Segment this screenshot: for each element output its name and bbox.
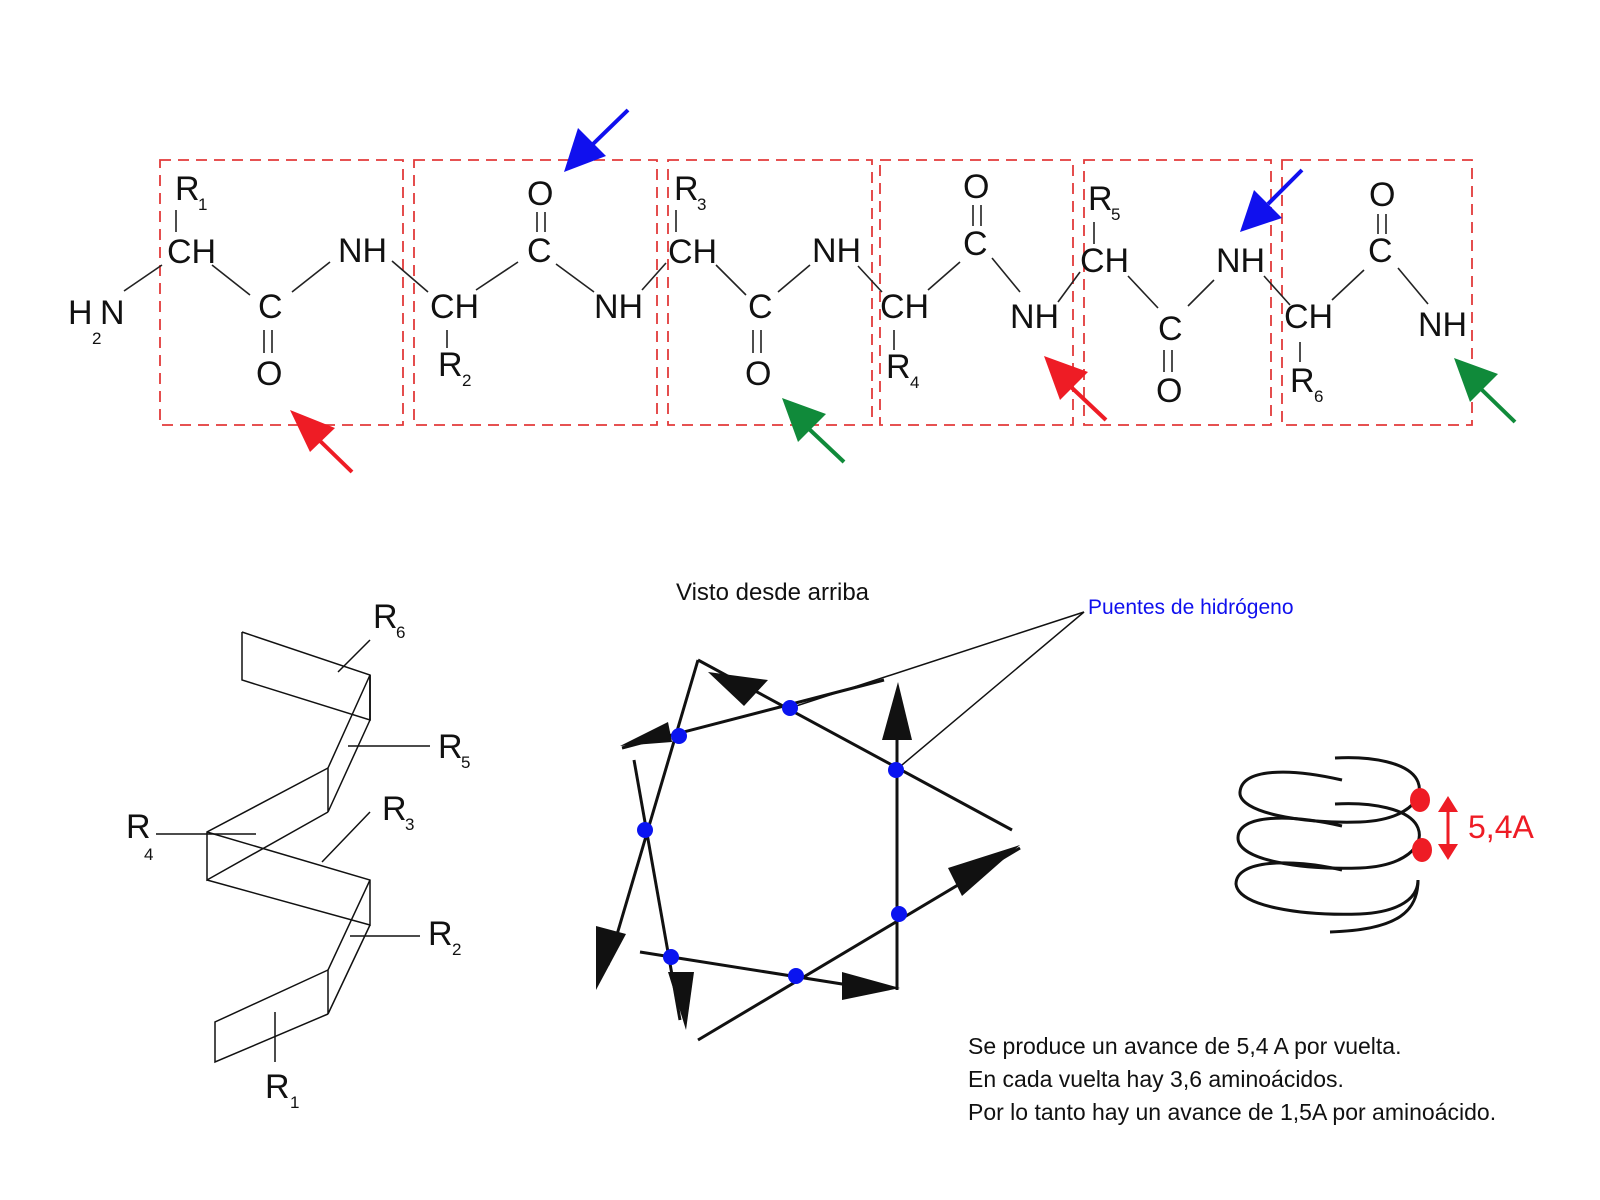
amine-subscript: 2	[92, 329, 101, 348]
c-5: C	[1158, 310, 1183, 348]
r3-label: R	[674, 170, 699, 208]
side-r6-label: R	[373, 598, 398, 636]
r1-label: R	[175, 170, 200, 208]
c-3: C	[748, 288, 773, 326]
arrow-blue-1	[564, 108, 630, 172]
nh-6: NH	[1418, 306, 1467, 344]
pitch-label: 5,4A	[1468, 809, 1534, 845]
residue-boxes	[159, 159, 1473, 426]
hbond-dot	[788, 968, 804, 984]
r4-label: R	[886, 348, 911, 386]
r2-subscript: 2	[462, 371, 471, 390]
residue-box-1	[159, 159, 404, 426]
side-r4-label: R	[126, 808, 151, 846]
arrow-green-1	[782, 398, 846, 464]
residue-5: R 5 CH C O NH	[1080, 180, 1291, 410]
residue-box-6	[1281, 159, 1473, 426]
r3-bond	[321, 811, 371, 863]
r1-subscript: 1	[198, 195, 207, 214]
r2-label: R	[438, 346, 463, 384]
residue-box-2	[413, 159, 658, 426]
r6-bond	[337, 639, 371, 673]
note-line-3: Por lo tanto hay un avance de 1,5A por a…	[968, 1099, 1496, 1125]
residue-3: R 3 CH C O NH	[668, 170, 883, 393]
o-3: O	[745, 355, 771, 393]
r5-subscript: 5	[1111, 205, 1120, 224]
arrow-blue-2	[1240, 168, 1304, 232]
o-4: O	[963, 168, 989, 206]
side-r3-subscript: 3	[405, 815, 414, 834]
pitch-double-arrow	[1438, 796, 1458, 860]
residue-box-5	[1083, 159, 1272, 426]
top-view-arrowheads	[596, 672, 1020, 1030]
residue-1: R 1 CH C O NH	[123, 170, 429, 393]
residue-6: CH R 6 C O NH	[1284, 176, 1467, 406]
r3-subscript: 3	[697, 195, 706, 214]
hbond-arrows	[290, 108, 1517, 474]
peptide-chain: H 2 N R 1 CH C O NH CH R 2 C	[68, 108, 1517, 474]
amine-n: N	[100, 294, 125, 332]
note-line-2: En cada vuelta hay 3,6 aminoácidos.	[968, 1066, 1344, 1092]
residue-4: CH R 4 C O NH	[880, 168, 1081, 392]
hbond-dot	[782, 700, 798, 716]
helix-spring: 5,4A	[1234, 756, 1534, 934]
hbond-dots	[637, 700, 907, 984]
r6-subscript: 6	[1314, 387, 1323, 406]
hbond-dot	[891, 906, 907, 922]
hbond-dot	[663, 949, 679, 965]
side-r2-subscript: 2	[452, 940, 461, 959]
o-2: O	[527, 175, 553, 213]
hbond-dot	[637, 822, 653, 838]
nh-4: NH	[1010, 298, 1059, 336]
nh-1: NH	[338, 232, 387, 270]
ch-3: CH	[668, 233, 717, 271]
c-1: C	[258, 288, 283, 326]
side-r5-label: R	[438, 728, 463, 766]
side-r2-label: R	[428, 915, 453, 953]
side-r4-subscript: 4	[144, 845, 153, 864]
amine-h: H	[68, 294, 93, 332]
o-5: O	[1156, 372, 1182, 410]
note-line-1: Se produce un avance de 5,4 A por vuelta…	[968, 1033, 1402, 1059]
amine-group: H 2 N	[68, 294, 125, 348]
r5-label: R	[1088, 180, 1113, 218]
nh-3: NH	[812, 232, 861, 270]
hbond-dot	[888, 762, 904, 778]
pitch-marker-bottom	[1412, 838, 1432, 862]
side-r6-subscript: 6	[396, 623, 405, 642]
notes: Se produce un avance de 5,4 A por vuelta…	[968, 1033, 1496, 1125]
arrow-red-2	[1044, 356, 1108, 422]
nh-2: NH	[594, 288, 643, 326]
ch-6: CH	[1284, 298, 1333, 336]
hbond-label: Puentes de hidrógeno	[1088, 596, 1294, 619]
hbond-dot	[671, 728, 687, 744]
helix-side-view: R 6 R 5 R 4 R 3 R 2 R 1	[126, 598, 470, 1112]
nh-5: NH	[1216, 242, 1265, 280]
o-6: O	[1369, 176, 1395, 214]
side-r1-subscript: 1	[290, 1093, 299, 1112]
pitch-marker-top	[1410, 788, 1430, 812]
top-view-caption: Visto desde arriba	[676, 579, 870, 606]
c-6: C	[1368, 232, 1393, 270]
ch-2: CH	[430, 288, 479, 326]
top-view: Visto desde arriba Puentes de hidrógeno	[596, 579, 1294, 1042]
c-2: C	[527, 232, 552, 270]
side-r3-label: R	[382, 790, 407, 828]
arrow-red-1	[290, 410, 354, 474]
arrow-green-2	[1454, 358, 1517, 424]
r4-subscript: 4	[910, 373, 919, 392]
side-r5-subscript: 5	[461, 753, 470, 772]
ch-5: CH	[1080, 242, 1129, 280]
residue-box-4	[879, 159, 1074, 426]
residue-2: CH R 2 C O NH	[430, 175, 667, 390]
ch-1: CH	[167, 233, 216, 271]
r6-label: R	[1290, 362, 1315, 400]
ch-4: CH	[880, 288, 929, 326]
o-1: O	[256, 355, 282, 393]
side-r1-label: R	[265, 1068, 290, 1106]
c-4: C	[963, 225, 988, 263]
